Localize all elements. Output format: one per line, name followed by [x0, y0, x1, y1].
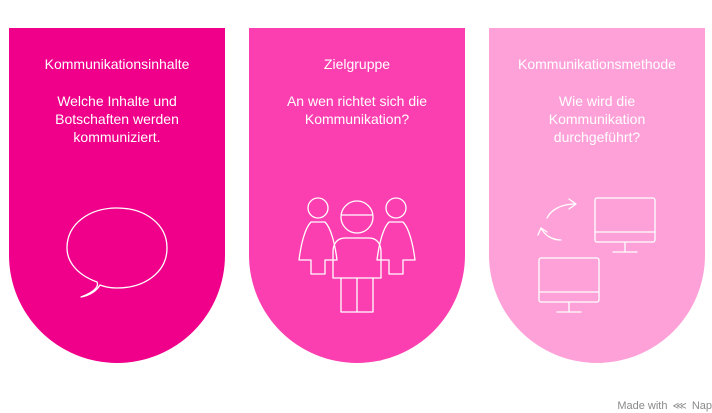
card-kommunikationsinhalte: Kommunikationsinhalte Welche Inhalte und…	[9, 28, 225, 363]
card-kommunikationsmethode: Kommunikationsmethode Wie wird die Kommu…	[489, 28, 705, 363]
computers-exchange-icon	[489, 188, 705, 328]
card-description: An wen richtet sich die Kommunikation?	[286, 93, 428, 127]
speech-bubble-icon	[9, 188, 225, 328]
card-title: Zielgruppe	[323, 56, 391, 72]
card-title: Kommunikationsmethode	[518, 56, 676, 72]
card-zielgruppe: Zielgruppe An wen richtet sich die Kommu…	[249, 28, 465, 363]
napkin-logo-icon: ⋘	[672, 401, 687, 412]
made-with-label: Made with	[617, 400, 668, 412]
people-group-icon	[249, 188, 465, 328]
card-description: Wie wird die Kommunikation durchgeführt?	[548, 93, 646, 145]
card-title: Kommunikationsinhalte	[44, 56, 190, 72]
made-with-footer[interactable]: Made with ⋘ Nap	[617, 400, 712, 413]
card-description: Welche Inhalte und Botschaften werden ko…	[55, 93, 179, 145]
brand-name: Nap	[691, 400, 712, 412]
